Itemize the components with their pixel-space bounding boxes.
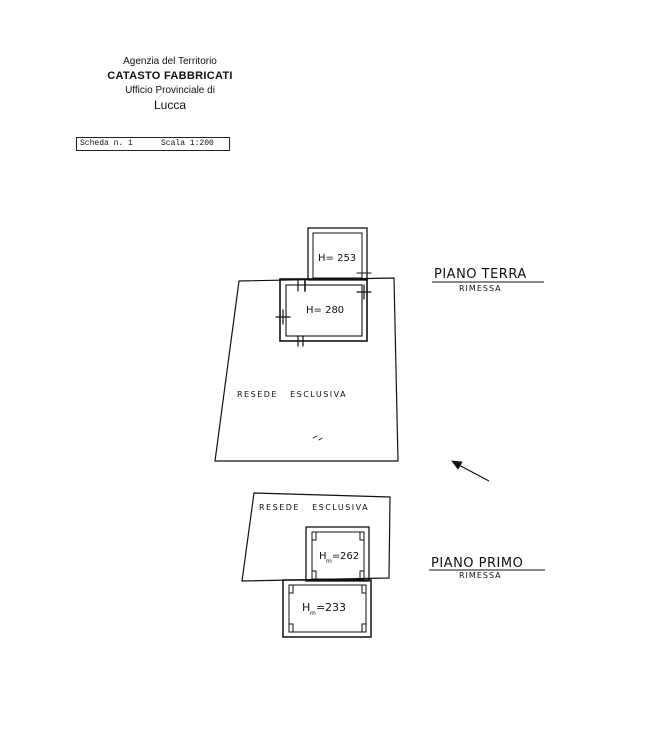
h-value-upper-primo: 262 (340, 551, 359, 562)
h-sub-lower-primo: m (310, 610, 316, 617)
h-prefix-lower-primo: H (302, 601, 310, 614)
room-upper-primo (305, 526, 370, 582)
piano-primo-subtitle: RIMESSA (459, 571, 502, 580)
piano-terra-subtitle: RIMESSA (459, 284, 502, 293)
catasto-title: CATASTO FABBRICATI (107, 70, 233, 82)
h-value-lower-primo: 233 (325, 601, 346, 614)
resede-label-terra: RESEDE ESCLUSIVA (237, 390, 347, 399)
scheda-number: Scheda n. 1 (80, 139, 133, 148)
piano-primo-title: PIANO PRIMO (431, 556, 523, 571)
city-name: Lucca (153, 98, 187, 112)
piano-terra-title: PIANO TERRA (434, 267, 527, 282)
h-label-upper-terra: H= 253 (318, 253, 356, 264)
room-lower-primo (282, 579, 372, 638)
h-sub-upper-primo: m (326, 558, 332, 565)
north-arrow-icon (451, 460, 490, 482)
resede-label-primo: RESEDE ESCLUSIVA (259, 503, 369, 512)
agency-name: Agenzia del Territorio (123, 56, 217, 67)
piano-primo-plan (241, 492, 391, 638)
equals-lower-primo: = (316, 601, 325, 614)
ufficio-label: Ufficio Provinciale di (125, 85, 215, 96)
resede-primo-outline (241, 492, 391, 582)
scheda-scale: Scala 1:200 (161, 139, 214, 148)
equals-upper-primo: = (332, 551, 340, 562)
scheda-box: Scheda n. 1 Scala 1:200 (76, 137, 230, 151)
piano-terra-plan (214, 227, 399, 462)
room-upper-terra (307, 227, 368, 281)
h-prefix-upper-primo: H (319, 551, 327, 562)
room-lower-terra (279, 278, 368, 342)
h-label-lower-terra: H= 280 (306, 305, 344, 316)
